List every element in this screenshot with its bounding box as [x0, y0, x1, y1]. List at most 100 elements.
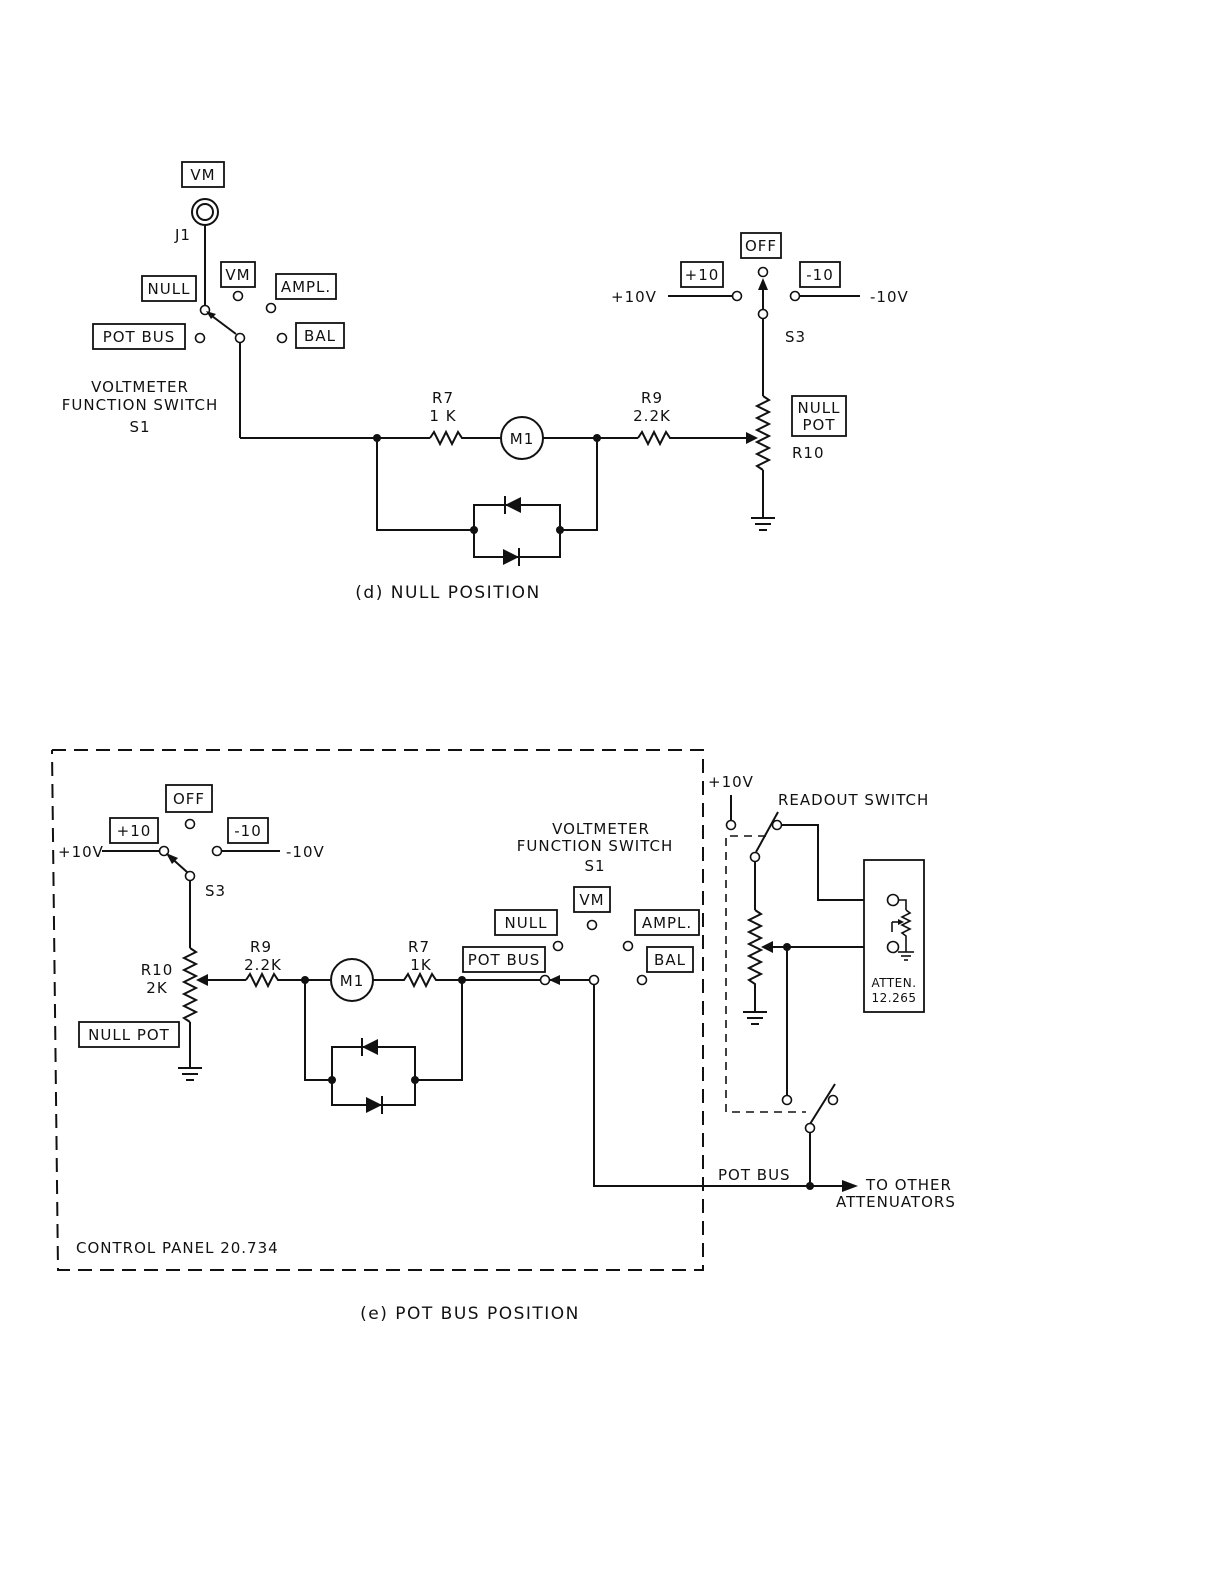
e-r9-value: 2.2K [244, 956, 282, 974]
control-panel-border [51, 749, 704, 1271]
d-r9-resistor-icon [637, 429, 748, 447]
jack-j1-outer-icon [191, 198, 219, 226]
e-supply-neg: -10V [286, 843, 325, 861]
d-meter-label: M1 [510, 430, 535, 448]
d-r7-value: 1 K [429, 407, 456, 425]
d-r10-ref: R10 [792, 444, 825, 462]
d-s3-plus10-box [680, 261, 724, 288]
e-r9-resistor-icon [245, 971, 330, 989]
e-to-other-arrow-icon [842, 1180, 858, 1192]
e-readout-switch-link [725, 835, 806, 1113]
s1-pos-potbus: POT BUS [103, 328, 176, 346]
d-diode-upper-icon [505, 497, 521, 513]
s1-pos-bal: BAL [304, 327, 336, 345]
e-attenuator-block [863, 859, 925, 1013]
e-s3-plus10-box [109, 817, 159, 844]
e-r7-ref: R7 [408, 938, 430, 956]
e-s3-pos-plus10: +10 [117, 822, 152, 840]
s1-title-line1: VOLTMETER [91, 378, 189, 396]
e-readout-pot-icon [746, 909, 764, 1012]
e-s3-ref: S3 [205, 882, 226, 900]
s1-pos-vm-box [220, 261, 256, 288]
jack-ref: J1 [174, 226, 191, 244]
d-s3-pos-off: OFF [745, 237, 777, 255]
d-r7-resistor-icon [429, 429, 500, 447]
e-pot-bus-label: POT BUS [718, 1166, 791, 1184]
e-s1-pos-bal-box [646, 946, 694, 973]
control-panel-label: CONTROL PANEL 20.734 [76, 1239, 279, 1257]
s1-pos-null-box [141, 275, 197, 302]
e-atten-line1: ATTEN. [871, 976, 916, 990]
e-s3-pos-minus10: -10 [234, 822, 262, 840]
e-null-pot-box [78, 1021, 180, 1048]
d-s3-minus10-box [799, 261, 841, 288]
figure-d-null-position: VM J1 NULL VM AMPL. POT BUS BAL VOLTMETE… [62, 161, 909, 603]
d-null-pot-line1: NULL [798, 399, 841, 417]
e-r9-ref: R9 [250, 938, 272, 956]
e-s3-minus10-box [227, 817, 269, 844]
d-supply-pos: +10V [611, 288, 657, 306]
e-s3-off-box [165, 784, 213, 813]
e-r10-value: 2K [146, 979, 168, 997]
d-null-pot-line2: POT [802, 416, 835, 434]
e-s1-pos-vm-box [573, 886, 611, 913]
figure-e-pot-bus-position: CONTROL PANEL 20.734 OFF +10 -10 +10V -1… [51, 749, 956, 1324]
figure-e-caption: (e) POT BUS POSITION [360, 1304, 580, 1324]
d-s3-off-box [740, 232, 782, 259]
e-diode-lower-icon [366, 1097, 382, 1113]
s1-pos-ampl-box [275, 273, 337, 300]
e-atten-pot-icon [900, 909, 912, 952]
e-s1-pos-potbus: POT BUS [468, 951, 541, 969]
e-readout-switch-label: READOUT SWITCH [778, 791, 929, 809]
jack-label-box [181, 161, 225, 188]
d-null-pot-box [791, 395, 847, 437]
e-to-other-line1: TO OTHER [865, 1176, 952, 1194]
e-null-pot-label: NULL POT [88, 1026, 170, 1044]
d-s3-pos-plus10: +10 [685, 266, 720, 284]
s1-ref: S1 [129, 418, 150, 436]
s1-pos-vm: VM [225, 266, 250, 284]
e-s1-pos-ampl: AMPL. [642, 914, 692, 932]
d-supply-neg: -10V [870, 288, 909, 306]
jack-j1-inner-icon [196, 203, 214, 221]
d-diode-bridge [473, 504, 561, 558]
e-s1-title-line2: FUNCTION SWITCH [517, 837, 674, 855]
s1-pos-bal-box [295, 322, 345, 349]
e-atten-line2: 12.265 [872, 991, 917, 1005]
e-s1-title-line1: VOLTMETER [552, 820, 650, 838]
s1-pos-ampl: AMPL. [281, 278, 331, 296]
e-s1-ref: S1 [584, 857, 605, 875]
e-readout-upper-wiper [755, 811, 779, 853]
d-r7-ref: R7 [432, 389, 454, 407]
d-r9-value: 2.2K [633, 407, 671, 425]
e-r7-value: 1K [410, 956, 432, 974]
d-r9-ref: R9 [641, 389, 663, 407]
figure-d-caption: (d) NULL POSITION [355, 583, 540, 603]
e-s1-pos-potbus-box [462, 946, 546, 973]
s1-pos-null: NULL [148, 280, 191, 298]
e-supply-pos: +10V [58, 843, 104, 861]
d-s3-ref: S3 [785, 328, 806, 346]
s1-pos-potbus-box [92, 323, 186, 350]
e-r10-potentiometer-icon [181, 947, 199, 1023]
e-r7-resistor-icon [373, 971, 540, 989]
e-diode-upper-icon [362, 1039, 378, 1055]
d-r10-potentiometer-icon [754, 395, 772, 471]
e-s1-pos-vm: VM [579, 891, 604, 909]
e-readout-lower-wiper [809, 1083, 836, 1125]
e-s3-pos-off: OFF [173, 790, 205, 808]
e-diode-bridge [331, 1046, 416, 1106]
d-diode-lower-icon [503, 549, 519, 565]
jack-label: VM [190, 166, 215, 184]
e-s1-pos-null-box [494, 909, 558, 936]
e-to-other-line2: ATTENUATORS [836, 1193, 956, 1211]
s1-title-line2: FUNCTION SWITCH [62, 396, 219, 414]
e-r10-ref: R10 [141, 961, 174, 979]
e-s1-pos-null: NULL [505, 914, 548, 932]
e-s1-pos-ampl-box [634, 909, 700, 936]
e-ext-supply: +10V [708, 773, 754, 791]
e-s1-pos-bal: BAL [654, 951, 686, 969]
e-meter-label: M1 [340, 972, 365, 990]
